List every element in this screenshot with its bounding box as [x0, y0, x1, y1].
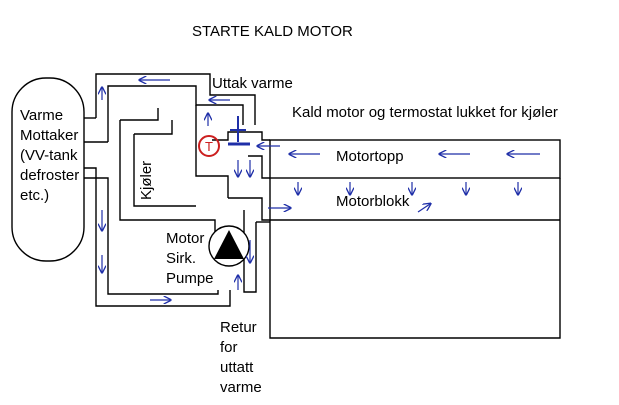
receiver-label-line-5: etc.) — [20, 187, 49, 204]
flow-arrows — [102, 80, 540, 300]
receiver-label-line-3: (VV-tank — [20, 147, 78, 164]
heat-receiver-tank — [11, 77, 85, 262]
pump-label-line-2: Sirk. — [166, 250, 196, 267]
pump-label-line-1: Motor — [166, 230, 204, 247]
return-label-line-1: Retur — [220, 319, 257, 336]
return-label-line-3: uttatt — [220, 359, 254, 376]
engine-block-label: Motorblokk — [336, 193, 410, 210]
flow-arrow-icon — [417, 204, 430, 213]
return-label-line-2: for — [220, 339, 238, 356]
radiator-inner-top — [134, 120, 173, 135]
pump-label-line-3: Pumpe — [166, 270, 214, 287]
cylinder-head-label: Motortopp — [336, 148, 404, 165]
pump-impeller — [214, 230, 244, 259]
cylinder-head — [269, 139, 561, 179]
radiator-top — [120, 108, 159, 121]
status-label: Kald motor og termostat lukket for kjøle… — [292, 104, 558, 121]
engine-block — [269, 178, 561, 339]
return-pipe-inner — [84, 177, 219, 295]
thermostat-housing-left — [195, 105, 229, 198]
heat-outlet-label: Uttak varme — [212, 75, 293, 92]
receiver-label-line-2: Mottaker — [20, 127, 78, 144]
bypass-pipe-top — [228, 197, 270, 221]
thermostat-housing-top — [212, 131, 270, 141]
return-pipe-outer — [84, 167, 231, 307]
thermostat-symbol: T — [205, 139, 213, 154]
heat-supply-pipe-outer — [95, 73, 256, 125]
thermostat-icon — [198, 135, 220, 157]
return-label-line-4: varme — [220, 379, 262, 396]
diagram-title: STARTE KALD MOTOR — [192, 23, 353, 40]
radiator-pipe-inner — [133, 134, 196, 207]
heat-supply-pipe-inner — [107, 85, 244, 125]
thermostat-housing-right — [248, 155, 270, 179]
radiator-pipe-outer — [119, 120, 216, 234]
receiver-label-line-4: defroster — [20, 167, 79, 184]
radiator-label: Kjøler — [138, 161, 155, 200]
receiver-label-line-1: Varme — [20, 107, 63, 124]
